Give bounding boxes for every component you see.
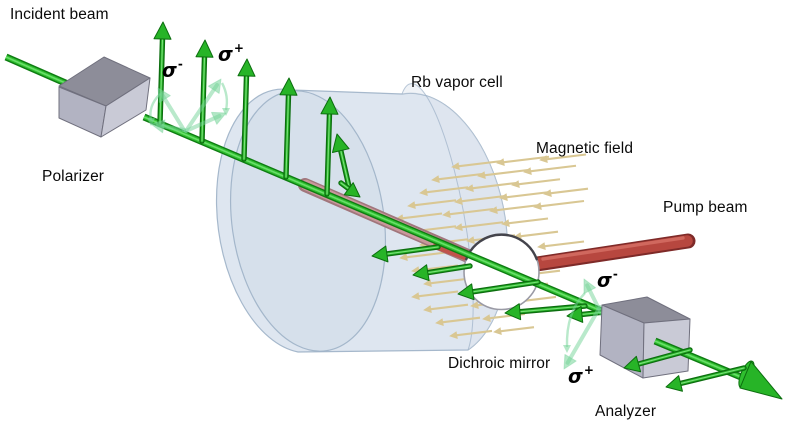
label-incident-beam: Incident beam bbox=[10, 6, 109, 23]
sigma-component-arrows bbox=[147, 78, 604, 370]
label-pump-beam: Pump beam bbox=[663, 199, 748, 216]
label-rb-vapor-cell: Rb vapor cell bbox=[411, 74, 503, 91]
label-analyzer: Analyzer bbox=[595, 403, 657, 420]
label-polarizer: Polarizer bbox=[42, 168, 105, 185]
pump-beam-rod bbox=[529, 233, 696, 272]
output-beam bbox=[623, 337, 783, 400]
label-magnetic-field: Magnetic field bbox=[536, 140, 634, 157]
sigma-minus-input-label: σ- bbox=[162, 57, 183, 82]
label-dichroic-mirror: Dichroic mirror bbox=[448, 355, 551, 372]
analyzer-cube bbox=[599, 296, 691, 379]
sigma-minus-output-label: σ- bbox=[597, 267, 618, 292]
polarizer-cube bbox=[58, 56, 151, 138]
sigma-plus-input-label: σ+ bbox=[218, 41, 244, 66]
sigma-plus-output-label: σ+ bbox=[568, 363, 594, 388]
probe-beam bbox=[4, 53, 606, 316]
